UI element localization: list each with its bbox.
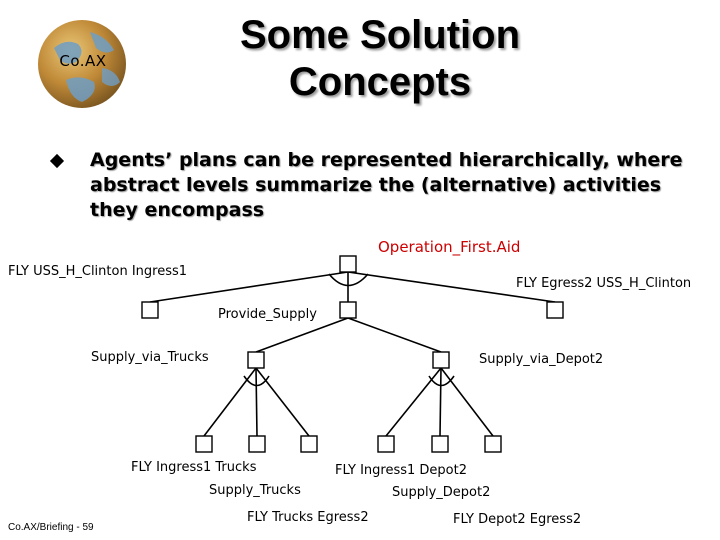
node-d2: [431, 435, 449, 453]
label-trucks: Supply_via_Trucks: [91, 350, 209, 365]
node-t2: [248, 435, 266, 453]
node-t3: [300, 435, 318, 453]
node-left-leaf: [141, 301, 159, 319]
label-root: Operation_First.Aid: [378, 238, 521, 256]
node-d1: [377, 435, 395, 453]
label-provide: Provide_Supply: [218, 307, 317, 322]
tree-edges: [149, 271, 556, 437]
title-line-2: Concepts: [288, 60, 472, 104]
edge-trucks-2: [255, 367, 258, 437]
globe-logo-icon: [38, 20, 126, 108]
node-right-leaf: [546, 301, 564, 319]
title-line-1: Some Solution: [240, 13, 520, 57]
node-depot: [432, 351, 450, 369]
edge-trucks-1: [203, 367, 257, 437]
bullet-text: Agents’ plans can be represented hierarc…: [90, 149, 683, 221]
label-d3: FLY Depot2 Egress2: [453, 512, 582, 527]
tree-nodes: [141, 255, 564, 453]
node-trucks: [247, 351, 265, 369]
node-t1: [195, 435, 213, 453]
label-right-leaf: FLY Egress2 USS_H_Clinton: [516, 276, 692, 291]
page-title: Some Solution Concepts: [220, 12, 540, 106]
edge-trucks-3: [255, 367, 310, 437]
label-d2: Supply_Depot2: [392, 485, 491, 500]
label-left-leaf: FLY USS_H_Clinton Ingress1: [8, 264, 188, 279]
label-depot: Supply_via_Depot2: [479, 352, 604, 367]
label-t3: FLY Trucks Egress2: [247, 510, 369, 525]
label-t2: Supply_Trucks: [209, 483, 301, 498]
label-d1: FLY Ingress1 Depot2: [335, 463, 467, 478]
edge-root-left: [149, 271, 349, 303]
edge-depot-3: [440, 367, 494, 437]
node-provide: [339, 301, 357, 319]
label-t1: FLY Ingress1 Trucks: [131, 460, 257, 475]
edge-root-right: [347, 271, 556, 303]
and-arc-depot: [428, 375, 455, 387]
node-d3: [484, 435, 502, 453]
edge-provide-trucks: [255, 317, 349, 353]
and-arc-root: [328, 273, 369, 287]
edge-depot-2: [439, 367, 442, 437]
logo-text: Co.AX: [59, 52, 107, 70]
node-root: [339, 255, 357, 273]
footer-text: Co.AX/Briefing - 59: [8, 522, 94, 533]
edge-depot-1: [385, 367, 442, 437]
and-arc-trucks: [243, 375, 270, 387]
edge-provide-depot: [347, 317, 442, 353]
